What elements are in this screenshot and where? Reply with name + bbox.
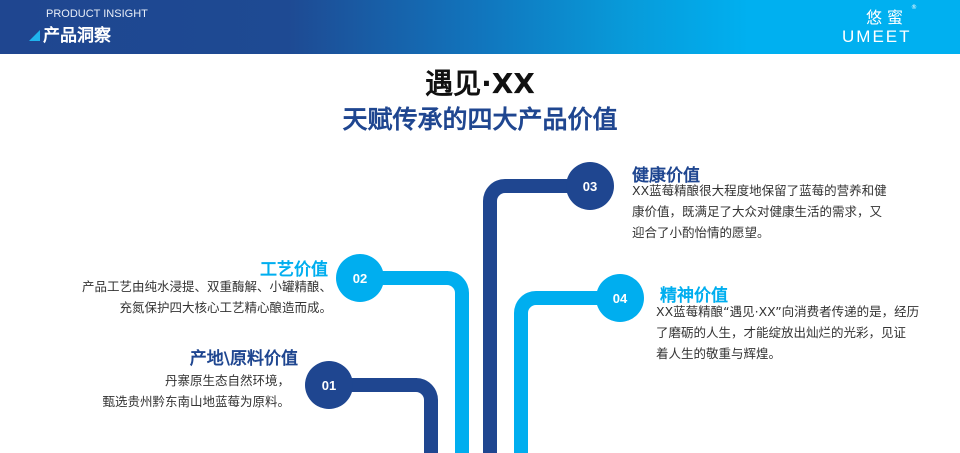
item-04-body: XX蓝莓精酿“遇见·XX”向消费者传递的是，经历 了磨砺的人生，才能绽放出灿烂的…: [656, 301, 956, 364]
badge-03-number: 03: [582, 178, 598, 194]
badge-03: 03: [566, 162, 614, 210]
badge-04: 04: [596, 274, 644, 322]
item-03-title: 健康价值: [632, 166, 700, 186]
item-01-title: 产地\原料价值: [189, 349, 298, 369]
pipe-01-vertical: [424, 404, 438, 453]
item-02-line-1: 产品工艺由纯水浸提、双重酶解、小罐精酿、: [81, 279, 332, 294]
item-02-body: 产品工艺由纯水浸提、双重酶解、小罐精酿、 充氮保护四大核心工艺精心酿造而成。: [42, 276, 332, 318]
item-03-line-2: 康价值，既满足了大众对健康生活的需求，又: [632, 204, 883, 219]
item-04-line-2: 了磨砺的人生，才能绽放出灿烂的光彩，见证: [656, 325, 907, 340]
item-04-line-1: XX蓝莓精酿“遇见·XX”向消费者传递的是，经历: [656, 304, 920, 319]
badge-04-number: 04: [612, 290, 628, 306]
pipe-03-vertical: [483, 205, 497, 453]
pipe-03-corner: [483, 179, 511, 207]
pipe-01-corner: [410, 378, 438, 406]
item-03-line-3: 迎合了小酌怡情的愿望。: [632, 225, 770, 240]
pipe-02-vertical: [455, 297, 469, 453]
pipe-04-corner: [514, 291, 542, 319]
item-01-line-2: 甄选贵州黔东南山地蓝莓为原料。: [102, 394, 290, 409]
header-subtitle: PRODUCT INSIGHT: [46, 8, 148, 20]
logo-chinese: 悠蜜: [866, 8, 909, 27]
item-02-title: 工艺价值: [260, 260, 328, 280]
badge-02-number: 02: [352, 270, 368, 286]
item-04-line-3: 着人生的敬重与辉煌。: [656, 346, 782, 361]
pipe-04-vertical: [514, 317, 528, 453]
badge-02: 02: [336, 254, 384, 302]
item-02-line-2: 充氮保护四大核心工艺精心酿造而成。: [119, 300, 332, 315]
badge-01-number: 01: [321, 377, 337, 393]
header-title: 产品洞察: [43, 26, 111, 46]
pipe-02-corner: [441, 271, 469, 299]
item-01-line-1: 丹寨原生态自然环境，: [164, 373, 290, 388]
triangle-icon: [29, 30, 40, 41]
logo-english: UMEET: [842, 27, 912, 46]
item-01-body: 丹寨原生态自然环境， 甄选贵州黔东南山地蓝莓为原料。: [30, 370, 290, 412]
item-04-title: 精神价值: [660, 286, 728, 306]
item-03-line-1: XX蓝莓精酿很大程度地保留了蓝莓的营养和健: [632, 183, 887, 198]
registered-mark-icon: ®: [911, 4, 917, 11]
item-03-body: XX蓝莓精酿很大程度地保留了蓝莓的营养和健 康价值，既满足了大众对健康生活的需求…: [632, 180, 932, 243]
header-bar: PRODUCT INSIGHT 产品洞察 悠蜜 ® UMEET: [0, 0, 960, 54]
page-title: 遇见·XX: [425, 67, 535, 100]
page-subtitle: 天赋传承的四大产品价值: [342, 105, 618, 134]
badge-01: 01: [305, 361, 353, 409]
